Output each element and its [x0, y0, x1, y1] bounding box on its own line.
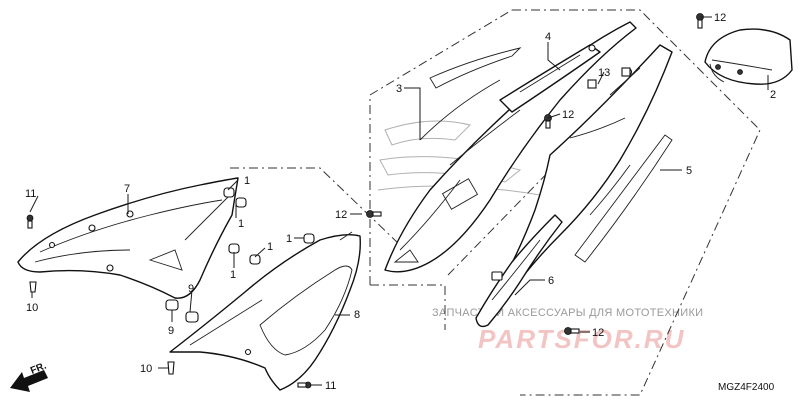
- callout-1e: 1: [286, 233, 292, 245]
- bolt-11-bottom: [297, 381, 312, 389]
- part-8-main-side-cowl: [169, 231, 361, 391]
- callout-12-mid: 12: [562, 109, 574, 121]
- bolt-11-left: [26, 214, 34, 229]
- callout-4: 4: [545, 31, 551, 43]
- callout-1a: 1: [244, 175, 250, 187]
- callout-12-left: 12: [335, 209, 347, 221]
- callout-9b: 9: [168, 325, 174, 337]
- callout-11-left: 11: [25, 188, 36, 200]
- clip-10-bottom: [167, 361, 175, 375]
- assembly-boundary-lines: [230, 9, 761, 396]
- watermark: ЗАПЧАСТИ И АКСЕССУАРЫ ДЛЯ МОТОТЕХНИКИ PA…: [377, 120, 703, 354]
- watermark-site: PARTSFOR.RU: [478, 324, 685, 354]
- callout-13: 13: [598, 67, 610, 79]
- callout-6: 6: [548, 275, 554, 287]
- callout-numbers: 12 2 3 4 13 12 12 5 6 7 1 1 1 1 1 9 9 8 …: [25, 12, 776, 392]
- part-6-lower-trim: [475, 214, 563, 328]
- clip-10-left: [29, 281, 37, 293]
- bolt-12-top: [696, 13, 704, 29]
- watermark-tagline: ЗАПЧАСТИ И АКСЕССУАРЫ ДЛЯ МОТОТЕХНИКИ: [432, 307, 703, 319]
- part-3-seat-cowl: [384, 21, 637, 273]
- grommet-1c: [228, 243, 240, 254]
- bolt-12-mid: [544, 114, 552, 129]
- callout-12-top: 12: [714, 12, 726, 24]
- diagram-code: MGZ4F2400: [718, 382, 775, 393]
- front-direction-arrow: FR.: [10, 360, 48, 392]
- callout-1d: 1: [267, 241, 273, 253]
- part-2-pillion-cover: [704, 28, 793, 85]
- grommet-1b: [235, 197, 247, 208]
- leader-lines: [29, 16, 769, 386]
- callout-10-bottom: 10: [140, 363, 152, 375]
- callout-11-bottom: 11: [325, 380, 336, 392]
- callout-8: 8: [354, 309, 360, 321]
- clip-13: [587, 67, 631, 89]
- grommet-1a: [223, 187, 235, 198]
- grommet-9b: [185, 311, 199, 323]
- callout-1c: 1: [230, 269, 236, 281]
- callout-1b: 1: [238, 218, 244, 230]
- grommet-1d: [249, 254, 261, 265]
- part-4-rail-bracket: [499, 44, 601, 113]
- bolt-12-bottom: [564, 327, 580, 335]
- grommet-9a: [165, 299, 179, 311]
- callout-9a: 9: [188, 283, 194, 295]
- grommet-1e: [303, 233, 315, 244]
- bolt-12-left: [366, 210, 382, 218]
- callout-10-left: 10: [26, 302, 38, 314]
- callout-2: 2: [770, 89, 776, 101]
- callout-5: 5: [686, 165, 692, 177]
- callout-7: 7: [124, 183, 130, 195]
- callout-3: 3: [396, 83, 402, 95]
- part-7-side-cover: [17, 177, 239, 299]
- callout-12-bottom: 12: [592, 327, 604, 339]
